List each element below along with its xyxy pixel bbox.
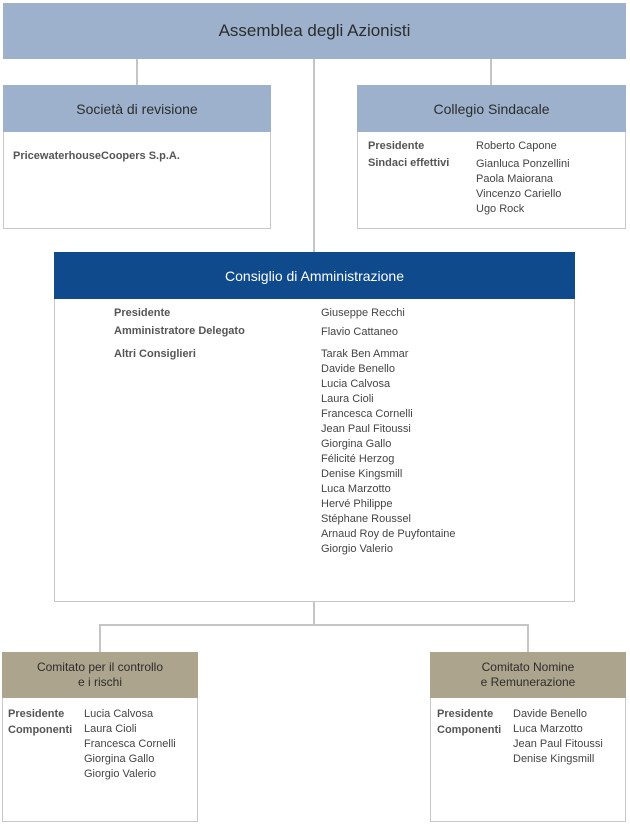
list-item: Giorgio Valerio — [84, 768, 156, 780]
list-item: Denise Kingsmill — [513, 753, 595, 765]
consiglio-ad-label: Amministratore Delegato — [114, 325, 245, 337]
list-item: Stéphane Roussel — [321, 513, 411, 525]
consiglio-ad: Flavio Cattaneo — [321, 326, 399, 338]
list-item: Hervé Philippe — [321, 498, 393, 510]
comitato-nomine-title-line1: Comitato Nomine — [481, 660, 575, 674]
comitato-controllo-header: Comitato per il controllo e i rischi — [2, 652, 198, 698]
collegio-sindaci-list: Gianluca Ponzellini Paola Maiorana Vince… — [476, 157, 570, 217]
collegio-presidente-label: Presidente — [368, 140, 425, 152]
list-item: Davide Benello — [321, 363, 395, 375]
comitato-nomine-componenti-label: Componenti — [437, 724, 502, 736]
list-item: Lucia Calvosa — [321, 378, 391, 390]
list-item: Félicité Herzog — [321, 453, 395, 465]
comitato-nomine-componenti-list: Luca Marzotto Jean Paul Fitoussi Denise … — [513, 722, 603, 767]
list-item: Giorgina Gallo — [321, 438, 392, 450]
consiglio-altri-label: Altri Consiglieri — [114, 348, 196, 360]
connector-line — [527, 624, 529, 652]
consiglio-header: Consiglio di Amministrazione — [54, 252, 575, 299]
collegio-title: Collegio Sindacale — [433, 100, 550, 117]
connector-line — [490, 59, 492, 85]
collegio-presidente: Roberto Capone — [476, 140, 557, 152]
revisione-firm: PricewaterhouseCoopers S.p.A. — [13, 150, 180, 162]
list-item: Jean Paul Fitoussi — [513, 738, 603, 750]
collegio-sindaci-label: Sindaci effettivi — [368, 157, 450, 169]
list-item: Jean Paul Fitoussi — [321, 423, 411, 435]
connector-line — [99, 624, 529, 626]
comitato-controllo-presidente: Lucia Calvosa — [84, 708, 154, 720]
list-item: Tarak Ben Ammar — [321, 348, 409, 360]
comitato-nomine-presidente-label: Presidente — [437, 708, 494, 720]
consiglio-altri-list: Tarak Ben Ammar Davide Benello Lucia Cal… — [321, 347, 456, 557]
collegio-header: Collegio Sindacale — [357, 85, 626, 132]
comitato-controllo-presidente-label: Presidente — [8, 708, 65, 720]
comitato-nomine-title-line2: e Remunerazione — [480, 675, 576, 689]
list-item: Ugo Rock — [476, 203, 525, 215]
list-item: Giorgio Valerio — [321, 543, 393, 555]
list-item: Paola Maiorana — [476, 173, 554, 185]
list-item: Luca Marzotto — [513, 723, 583, 735]
comitato-nomine-header: Comitato Nomine e Remunerazione — [430, 652, 626, 698]
list-item: Denise Kingsmill — [321, 468, 403, 480]
consiglio-box — [54, 252, 575, 602]
revisione-header: Società di revisione — [3, 85, 271, 132]
assemblea-title: Assemblea degli Azionisti — [218, 21, 411, 40]
list-item: Laura Cioli — [84, 723, 137, 735]
list-item: Vincenzo Cariello — [476, 188, 562, 200]
assemblea-header: Assemblea degli Azionisti — [3, 3, 626, 59]
connector-line — [313, 602, 315, 626]
revisione-title: Società di revisione — [76, 100, 198, 117]
list-item: Laura Cioli — [321, 393, 374, 405]
list-item: Francesca Cornelli — [321, 408, 413, 420]
comitato-controllo-title-line1: Comitato per il controllo — [36, 660, 164, 674]
list-item: Francesca Cornelli — [84, 738, 176, 750]
connector-line — [99, 624, 101, 652]
connector-line — [313, 59, 315, 252]
comitato-controllo-title-line2: e i rischi — [77, 675, 122, 689]
consiglio-title: Consiglio di Amministrazione — [225, 267, 404, 284]
comitato-controllo-componenti-label: Componenti — [8, 724, 73, 736]
consiglio-presidente: Giuseppe Recchi — [321, 307, 405, 319]
list-item: Arnaud Roy de Puyfontaine — [321, 528, 456, 540]
list-item: Gianluca Ponzellini — [476, 158, 570, 170]
connector-line — [136, 59, 138, 85]
list-item: Giorgina Gallo — [84, 753, 155, 765]
list-item: Luca Marzotto — [321, 483, 391, 495]
comitato-controllo-componenti-list: Laura Cioli Francesca Cornelli Giorgina … — [84, 722, 176, 782]
comitato-nomine-presidente: Davide Benello — [513, 708, 587, 720]
consiglio-presidente-label: Presidente — [114, 307, 171, 319]
